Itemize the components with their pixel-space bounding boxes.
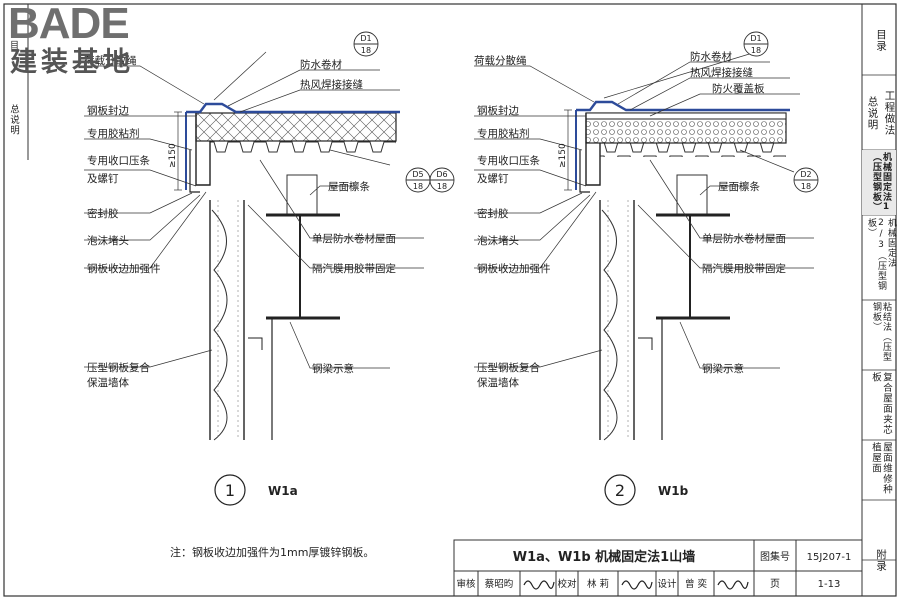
d2-ref: D2 bbox=[800, 170, 811, 179]
d1-right-label: 单层防水卷材屋面 bbox=[312, 232, 396, 245]
d1-ref: 18 bbox=[361, 46, 371, 55]
tab-adhesive[interactable]: 粘结法（压型钢板） bbox=[871, 302, 891, 362]
tab-mechanical-2-3[interactable]: 机械固定法2/3（压型钢板） bbox=[866, 218, 896, 291]
page-number: 1-13 bbox=[818, 579, 841, 590]
d1-right-label: 钢梁示意 bbox=[312, 362, 354, 375]
d2-left-label: 保温墙体 bbox=[477, 376, 519, 389]
review-name: 蔡昭昀 bbox=[485, 578, 514, 590]
tab-sandwich-panel[interactable]: 复合屋面夹芯板 bbox=[870, 372, 892, 435]
design-label: 设计 bbox=[657, 578, 677, 590]
d1-right-label: 热风焊接接缝 bbox=[300, 78, 363, 91]
roof-insulation bbox=[195, 112, 397, 142]
tab-appendix[interactable]: 附录 bbox=[875, 548, 887, 572]
detail-2-circle bbox=[604, 474, 636, 506]
left-tab-general[interactable]: 总说明 bbox=[8, 104, 19, 136]
d2-right-label: 隔汽膜用胶带固定 bbox=[702, 262, 786, 275]
detail-2-left-leaders bbox=[474, 65, 603, 368]
review-label: 审核 bbox=[456, 578, 476, 590]
d2-top-label: 荷载分散绳 bbox=[474, 54, 527, 67]
d2-right-label: 钢梁示意 bbox=[702, 362, 744, 375]
d1-ref: 18 bbox=[413, 182, 423, 191]
design-name: 曾 奕 bbox=[685, 578, 708, 590]
d2-ref: 18 bbox=[751, 46, 761, 55]
d2-ref: D1 bbox=[750, 34, 761, 43]
detail-1-drawing bbox=[185, 51, 400, 441]
detail-2-drawing bbox=[575, 51, 790, 441]
wall-panel bbox=[209, 200, 245, 440]
logo-name: 建装基地 bbox=[10, 47, 134, 78]
roof-membrane bbox=[186, 102, 400, 114]
d1-ref: 18 bbox=[437, 182, 447, 191]
d2-left-label: 专用收口压条 bbox=[477, 154, 540, 167]
d1-left-label: 密封胶 bbox=[87, 207, 119, 220]
d1-left-label: 专用收口压条 bbox=[87, 154, 150, 167]
d2-left-label: 密封胶 bbox=[477, 207, 509, 220]
d1-right-label: 屋面檩条 bbox=[328, 180, 370, 193]
d1-left-label: 及螺钉 bbox=[87, 173, 119, 185]
d2-left-label: 泡沫堵头 bbox=[477, 234, 519, 247]
tab-general[interactable]: 总说明 bbox=[866, 95, 879, 131]
roof-deck bbox=[210, 141, 396, 155]
steel-edge-flashing bbox=[195, 113, 211, 186]
d2-left-label: 钢板封边 bbox=[477, 104, 519, 117]
tab-mechanical-1[interactable]: 机械固定法1（压型钢板） bbox=[871, 152, 891, 213]
d2-ref: 18 bbox=[801, 182, 811, 191]
d2-number: 2 bbox=[615, 481, 625, 500]
d1-ref: D5 bbox=[412, 170, 423, 179]
d1-left-label: 钢板封边 bbox=[87, 104, 129, 117]
atlas-number: 15J207-1 bbox=[807, 552, 852, 563]
roof-deck-2 bbox=[600, 143, 786, 157]
detail-1-left-leaders bbox=[84, 65, 213, 368]
d1-code: W1a bbox=[268, 484, 298, 498]
d1-dim: ≥150 bbox=[168, 143, 178, 168]
d1-left-label: 专用胶粘剂 bbox=[87, 127, 140, 140]
detail-1-circle bbox=[214, 474, 246, 506]
ref-circles bbox=[353, 31, 819, 193]
d1-left-label: 压型钢板复合 bbox=[87, 361, 150, 374]
logo-mark: BADE bbox=[8, 0, 130, 48]
fire-cover-board bbox=[585, 112, 787, 120]
left-tab-toc[interactable]: 目 bbox=[8, 40, 18, 50]
d1-left-label: 保温墙体 bbox=[87, 376, 129, 389]
d2-left-label: 压型钢板复合 bbox=[477, 361, 540, 374]
d1-left-label: 钢板收边加强件 bbox=[87, 262, 161, 275]
detail-1-right-leaders bbox=[227, 69, 424, 369]
detail-2-right-leaders bbox=[617, 61, 814, 369]
wall-panel-2 bbox=[599, 200, 635, 440]
atlas-label: 图集号 bbox=[760, 550, 790, 563]
d1-top-label: 荷载分散绳 bbox=[84, 54, 137, 67]
page-label: 页 bbox=[770, 578, 780, 590]
d2-right-label: 防水卷材 bbox=[690, 50, 732, 63]
signatures bbox=[523, 580, 749, 590]
active-tab-bg bbox=[862, 150, 896, 215]
footnote: 注：钢板收边加强件为1mm厚镀锌钢板。 bbox=[170, 546, 375, 559]
d2-left-label: 及螺钉 bbox=[477, 173, 509, 185]
d2-left-label: 钢板收边加强件 bbox=[477, 262, 551, 275]
dimension-lines bbox=[174, 109, 572, 191]
d2-right-label: 热风焊接接缝 bbox=[690, 66, 753, 79]
drawing-title: W1a、W1b 机械固定法1山墙 bbox=[513, 549, 695, 565]
d2-right-label: 单层防水卷材屋面 bbox=[702, 232, 786, 245]
tab-construction[interactable]: 工程做法 bbox=[883, 90, 896, 136]
tab-maintenance-green[interactable]: 屋面维修种植屋面 bbox=[870, 442, 892, 495]
d2-left-label: 专用胶粘剂 bbox=[477, 127, 530, 140]
title-block bbox=[453, 539, 863, 597]
check-label: 校对 bbox=[557, 578, 577, 590]
roof-membrane-2 bbox=[576, 100, 790, 112]
d2-code: W1b bbox=[658, 484, 689, 498]
d1-right-label: 隔汽膜用胶带固定 bbox=[312, 262, 396, 275]
d1-number: 1 bbox=[225, 481, 235, 500]
check-name: 林 莉 bbox=[587, 578, 609, 590]
d1-right-label: 防水卷材 bbox=[300, 58, 342, 71]
d2-right-label: 屋面檩条 bbox=[718, 180, 760, 193]
d1-left-label: 泡沫堵头 bbox=[87, 234, 129, 247]
d1-ref: D6 bbox=[436, 170, 447, 179]
d2-dim: ≥150 bbox=[558, 143, 568, 168]
d1-ref: D1 bbox=[360, 34, 371, 43]
d2-right-label: 防火覆盖板 bbox=[712, 82, 765, 95]
tab-toc[interactable]: 目录 bbox=[875, 28, 887, 52]
